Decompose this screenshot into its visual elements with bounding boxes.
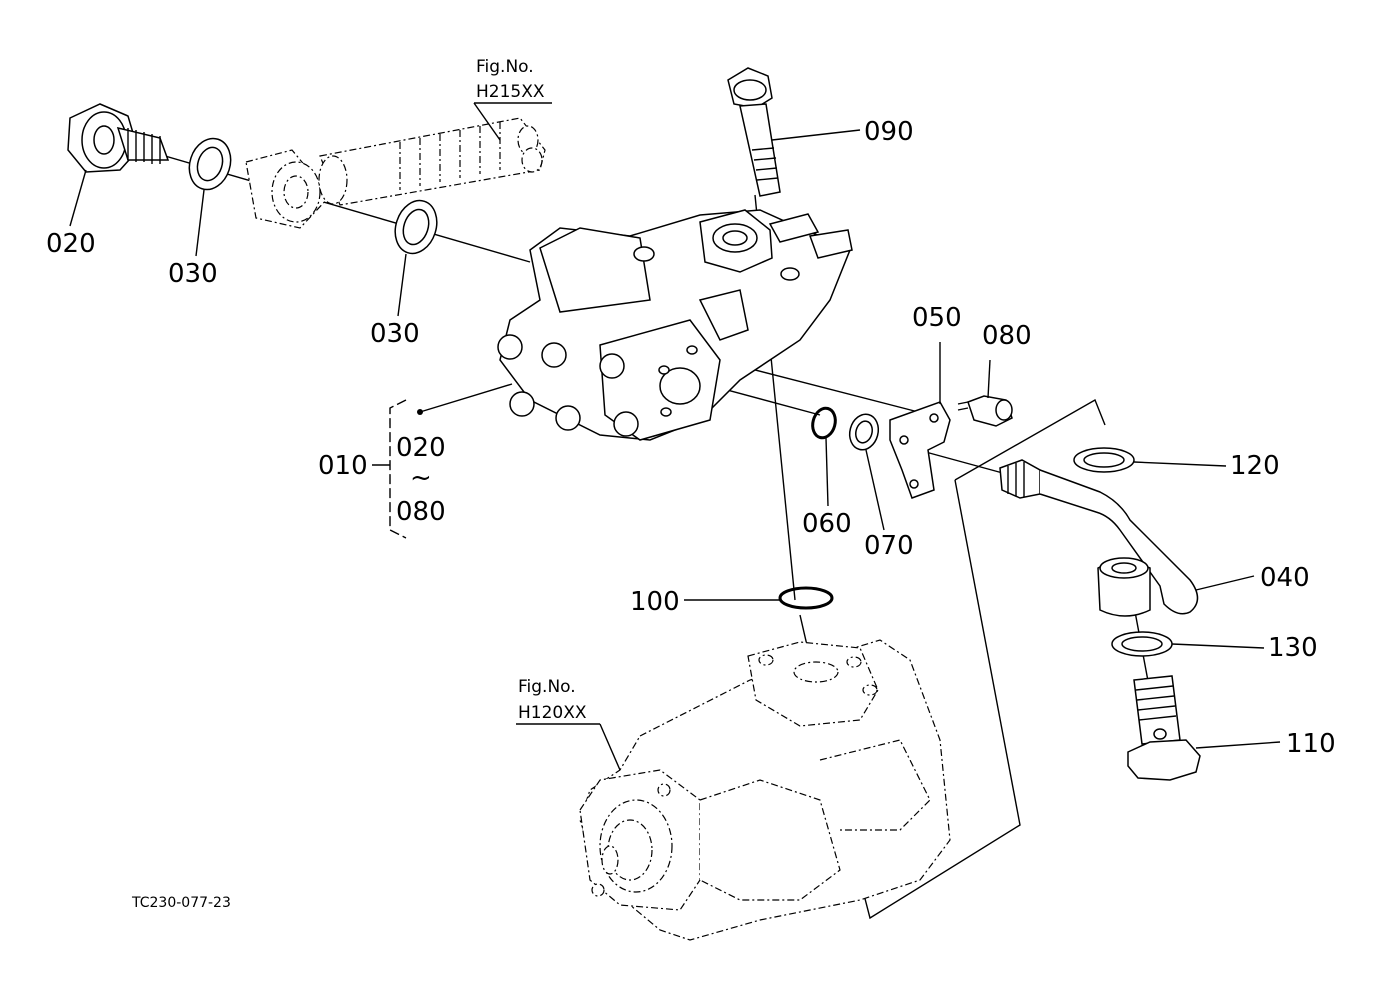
ref-part-h120xx [579, 639, 951, 941]
label-090: 090 [864, 117, 914, 147]
part-070-washer [848, 413, 880, 451]
callout-110: 110 [1195, 729, 1336, 759]
callout-020: 020 [46, 169, 96, 259]
callout-090: 090 [771, 117, 914, 147]
label-010-range-from: 020 [396, 433, 446, 463]
callout-120: 120 [1133, 451, 1280, 481]
part-060-o-ring [811, 406, 837, 440]
callout-040: 040 [1195, 563, 1310, 593]
label-100: 100 [630, 587, 680, 617]
callout-010-bracket: 010 020 ~ 080 [318, 383, 513, 539]
callout-050: 050 [912, 303, 962, 404]
callout-100: 100 [630, 587, 780, 617]
label-020: 020 [46, 229, 96, 259]
callout-060: 060 [802, 437, 852, 539]
label-010: 010 [318, 451, 368, 481]
label-050: 050 [912, 303, 962, 333]
label-030-b: 030 [370, 319, 420, 349]
part-010-valve-body [497, 209, 853, 441]
label-060: 060 [802, 509, 852, 539]
label-030-a: 030 [168, 259, 218, 289]
fig-no-prefix-2: Fig.No. [518, 677, 576, 697]
label-010-range-to: 080 [396, 497, 446, 527]
ref-h120xx-label: Fig.No. H120XX [516, 677, 621, 771]
ref-h215xx-label: Fig.No. H215XX [473, 57, 552, 141]
label-080: 080 [982, 321, 1032, 351]
part-050-plate [889, 401, 951, 499]
callout-080: 080 [982, 321, 1032, 399]
label-110: 110 [1286, 729, 1336, 759]
part-130-washer [1111, 631, 1173, 657]
callout-030-a: 030 [168, 189, 218, 289]
label-070: 070 [864, 531, 914, 561]
part-020-banjo-bolt [67, 103, 170, 173]
ref-part-h215xx [245, 117, 546, 229]
label-040: 040 [1260, 563, 1310, 593]
fig-no-prefix-1: Fig.No. [476, 57, 534, 77]
label-010-range-tilde: ~ [410, 463, 432, 493]
part-110-bolt [1127, 675, 1201, 781]
part-080-plug [957, 395, 1013, 427]
label-120: 120 [1230, 451, 1280, 481]
part-100-o-ring [778, 586, 834, 610]
callout-030-b: 030 [370, 253, 420, 349]
part-120-washer [1073, 447, 1135, 473]
fig-no-code-1: H215XX [476, 82, 545, 102]
fig-no-code-2: H120XX [518, 703, 587, 723]
part-040-pipe [999, 459, 1199, 617]
part-090-bolt [727, 67, 781, 197]
figure-code: TC230-077-23 [131, 895, 231, 911]
callout-130: 130 [1171, 633, 1318, 663]
part-030-washer-a [188, 137, 232, 191]
callout-070: 070 [864, 449, 914, 561]
label-130: 130 [1268, 633, 1318, 663]
valve-cap-bolts [497, 334, 639, 437]
part-030-washer-b [394, 199, 438, 255]
